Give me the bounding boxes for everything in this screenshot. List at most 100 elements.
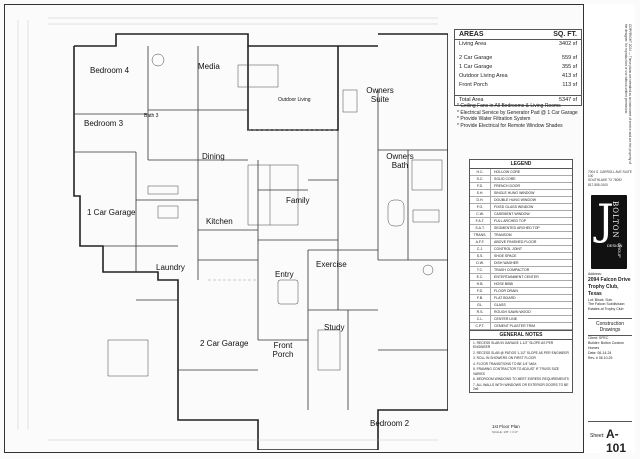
- legend-code: C.J.: [470, 246, 491, 252]
- legend-code: D.H.: [470, 197, 491, 203]
- legend-row: C.J.CONTROL JOINT: [470, 246, 572, 253]
- legend-desc: GLASS: [494, 303, 506, 307]
- legend-desc: CEMENT PLASTER TRIM: [494, 324, 536, 328]
- legend-row: D.H.DOUBLE HUNG WINDOW: [470, 197, 572, 204]
- electrical-notes: * Ceiling Fans in All Bedrooms & Living …: [457, 103, 583, 129]
- legend-row: T.C.TRASH COMPACTOR: [470, 267, 572, 274]
- legend-code: H.C.: [470, 169, 491, 175]
- address-line-2: Trophy Club, Texas: [588, 283, 619, 297]
- legend-code: C.L.: [470, 316, 491, 322]
- legend-code: F.B.: [470, 295, 491, 301]
- legend-desc: ABOVE FINISHED FLOOR: [494, 240, 537, 244]
- legend-code: F.G.: [470, 204, 491, 210]
- plan-scale: SCALE: 1/8" = 1'-0": [492, 430, 519, 434]
- room-study: Study: [324, 323, 345, 332]
- project-meta: Client: SPEC Builder: Bolton Custom Home…: [588, 336, 632, 361]
- room-bath-3: Bath 3: [144, 113, 159, 119]
- legend-row: C.L.CENTER LINE: [470, 316, 572, 323]
- room-bedroom-2: Bedroom 2: [370, 419, 410, 428]
- area-value: 559 sf: [562, 55, 577, 61]
- legend-desc: DOUBLE HUNG WINDOW: [494, 198, 536, 202]
- legend-desc: CASEMENT WINDOW: [494, 212, 530, 216]
- room-entry: Entry: [275, 270, 294, 279]
- legend-row: F.G.FIXED GLASS WINDOW: [470, 204, 572, 211]
- general-note-item: 3. ROLL IN SHOWERS ON FIRST FLOOR: [473, 356, 536, 360]
- firm-info: 7004 S. CARROLL AVE SUITE 100 SOUTHLAKE …: [588, 170, 632, 187]
- plan-title: 1st Floor Plan: [492, 424, 520, 429]
- general-note-item: 6. BEDROOM WINDOWS TO MEET EGRESS REQUIR…: [473, 377, 569, 381]
- general-note-item: 2. RECESS SLAB @ PATIOS 1-1/2" SLOPE AS …: [473, 350, 569, 355]
- legend-row: S.C.SOLID CORE: [470, 176, 572, 183]
- room-bedroom-4: Bedroom 4: [90, 66, 130, 75]
- room-kitchen: Kitchen: [206, 217, 233, 226]
- legend-desc: SEGMENTED ARCHED TOP: [494, 226, 540, 230]
- lot-block: Lot: Block: Sub:: [588, 297, 613, 302]
- sheet-number-box: Sheet: A-101: [588, 421, 632, 455]
- general-notes: GENERAL NOTES 1. RECESS SLAB IN GARAGE 1…: [469, 330, 573, 393]
- areas-row: 2 Car Garage 559 sf: [455, 54, 581, 63]
- legend-row: H.C.HOLLOW CORE: [470, 169, 572, 176]
- legend-row: S.A.T.SEGMENTED ARCHED TOP: [470, 225, 572, 232]
- note-item: * Ceiling Fans in All Bedrooms & Living …: [457, 103, 561, 109]
- legend-code: S.H.: [470, 190, 491, 196]
- drawings-title: Construction Drawings: [588, 318, 632, 336]
- legend-row: C.P.T.CEMENT PLASTER TRIM: [470, 323, 572, 330]
- legend-row: F.A.T.FULL ARCHED TOP: [470, 218, 572, 225]
- legend-title: LEGEND: [470, 160, 572, 169]
- room-1-car-garage: 1 Car Garage: [87, 208, 136, 217]
- copyright-text: COPYRIGHT 2024 — These plans are intende…: [624, 24, 632, 164]
- bolton-logo: J BOLTON DESIGN GROUP: [591, 195, 627, 269]
- legend-desc: ROUGH SAWN WOOD: [494, 310, 531, 314]
- area-value: 355 sf: [562, 64, 577, 70]
- area-value: 5347 sf: [558, 97, 577, 103]
- legend-row: A.F.F.ABOVE FINISHED FLOOR: [470, 239, 572, 246]
- room-laundry: Laundry: [156, 263, 185, 272]
- area-label: Outdoor Living Area: [459, 73, 508, 79]
- legend-code: A.F.F.: [470, 239, 491, 245]
- legend-code: C.P.T.: [470, 323, 491, 329]
- subdivision: The Falcon Subdivision: Estates at Troph…: [588, 302, 626, 311]
- legend-desc: CENTER LINE: [494, 317, 518, 321]
- meta-date: Date: 06-14-24: [588, 351, 612, 355]
- room-dining: Dining: [202, 152, 225, 161]
- legend-code: S.C.: [470, 176, 491, 182]
- general-note-item: 7. ALL WALLS WITH WINDOWS OR EXTERIOR DO…: [473, 382, 569, 392]
- general-note-item: 4. FLOOR TRANSITIONS TO BE 1/4" MAX.: [473, 361, 538, 366]
- floor-plan: [17, 17, 448, 450]
- area-label: 2 Car Garage: [459, 55, 493, 61]
- legend-desc: FRENCH DOOR: [494, 184, 521, 188]
- logo-letter: J: [597, 195, 614, 244]
- legend-code: H.B.: [470, 281, 491, 287]
- note-item: * Provide Electrical for Remote Window S…: [457, 122, 563, 129]
- firm-line: 7004 S. CARROLL AVE SUITE 100: [588, 170, 632, 179]
- address-line-1: 2094 Falcon Drive: [588, 276, 631, 283]
- room-owners-suite: Owners Suite: [366, 86, 394, 104]
- legend-desc: TRASH COMPACTOR: [494, 268, 530, 272]
- room-bedroom-3: Bedroom 3: [84, 119, 124, 128]
- meta-builder: Builder: Bolton Custom Homes: [588, 341, 624, 350]
- legend-row: F.D.FRENCH DOOR: [470, 183, 572, 190]
- legend-code: D.W.: [470, 260, 491, 266]
- areas-header-unit: SQ. FT.: [553, 31, 577, 38]
- legend-row: E.C.ENTERTAINMENT CENTER: [470, 274, 572, 281]
- legend-desc: TRANSOM: [494, 233, 512, 237]
- legend-code: F.D.: [470, 288, 491, 294]
- room-family: Family: [286, 196, 310, 205]
- firm-line: 817-555-0100: [588, 182, 608, 187]
- legend-code: F.D.: [470, 183, 491, 189]
- legend-desc: SHOE SPACE: [494, 254, 517, 258]
- legend-desc: SINGLE HUNG WINDOW: [494, 191, 535, 195]
- area-value: 413 sf: [562, 73, 577, 79]
- legend-desc: FLAT BOARD: [494, 296, 516, 300]
- legend-row: R.S.ROUGH SAWN WOOD: [470, 309, 572, 316]
- legend-desc: FULL ARCHED TOP: [494, 219, 527, 223]
- sheet-label: Sheet:: [590, 433, 605, 439]
- legend-row: GL.GLASS: [470, 302, 572, 309]
- legend-code: TRANS.: [470, 232, 491, 238]
